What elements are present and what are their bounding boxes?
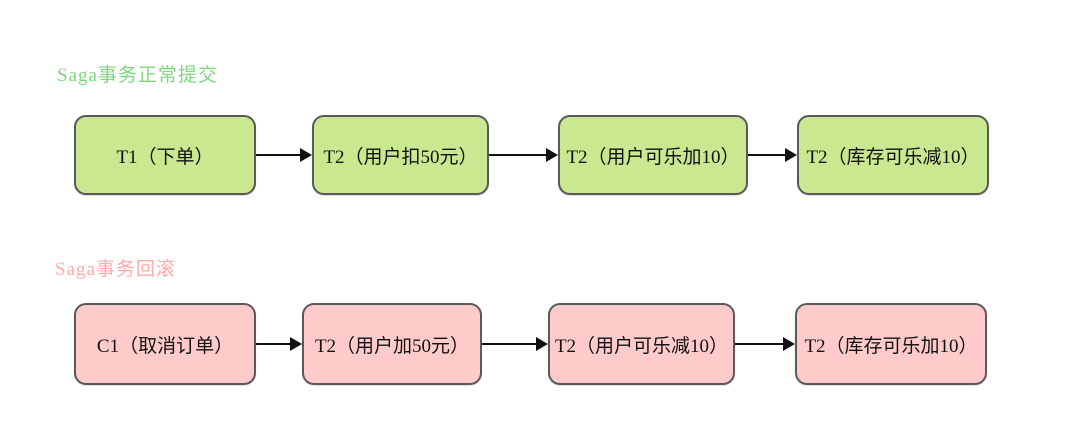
arrow-shaft [748,154,788,156]
node-label: T1（下单） [116,146,214,168]
arrow-right-icon [748,148,797,162]
node-t2-user-add-50: T2（用户加50元） [302,303,482,385]
arrow-shaft [256,343,293,345]
arrow-head-icon [300,148,312,162]
arrow-shaft [482,343,539,345]
node-label: T2（库存可乐减10） [806,146,980,168]
node-label: T2（用户扣50元） [323,146,478,168]
node-t1-place-order: T1（下单） [74,115,256,195]
arrow-right-icon [256,337,302,351]
node-t2-user-cola-minus-10: T2（用户可乐减10） [548,303,735,385]
arrow-head-icon [785,148,797,162]
arrow-head-icon [290,337,302,351]
arrow-head-icon [546,148,558,162]
arrow-shaft [256,154,303,156]
node-label: C1（取消订单） [96,335,234,357]
arrow-right-icon [735,337,795,351]
arrow-right-icon [489,148,558,162]
node-label: T2（用户加50元） [314,335,470,357]
node-t2-user-deduct-50: T2（用户扣50元） [312,115,489,195]
arrow-head-icon [536,337,548,351]
node-label: T2（用户可乐减10） [554,335,729,357]
arrow-shaft [489,154,549,156]
arrow-head-icon [783,337,795,351]
arrow-right-icon [482,337,548,351]
arrow-right-icon [256,148,312,162]
node-t2-stock-cola-minus-10: T2（库存可乐减10） [797,115,989,195]
node-t2-user-cola-add-10: T2（用户可乐加10） [558,115,748,195]
section-title-commit: Saga事务正常提交 [57,65,218,86]
node-label: T2（库存可乐加10） [804,335,978,357]
node-label: T2（用户可乐加10） [566,146,740,168]
node-c1-cancel-order: C1（取消订单） [74,303,256,385]
section-title-rollback: Saga事务回滚 [55,259,176,280]
arrow-shaft [735,343,786,345]
node-t2-stock-cola-add-10: T2（库存可乐加10） [795,303,987,385]
